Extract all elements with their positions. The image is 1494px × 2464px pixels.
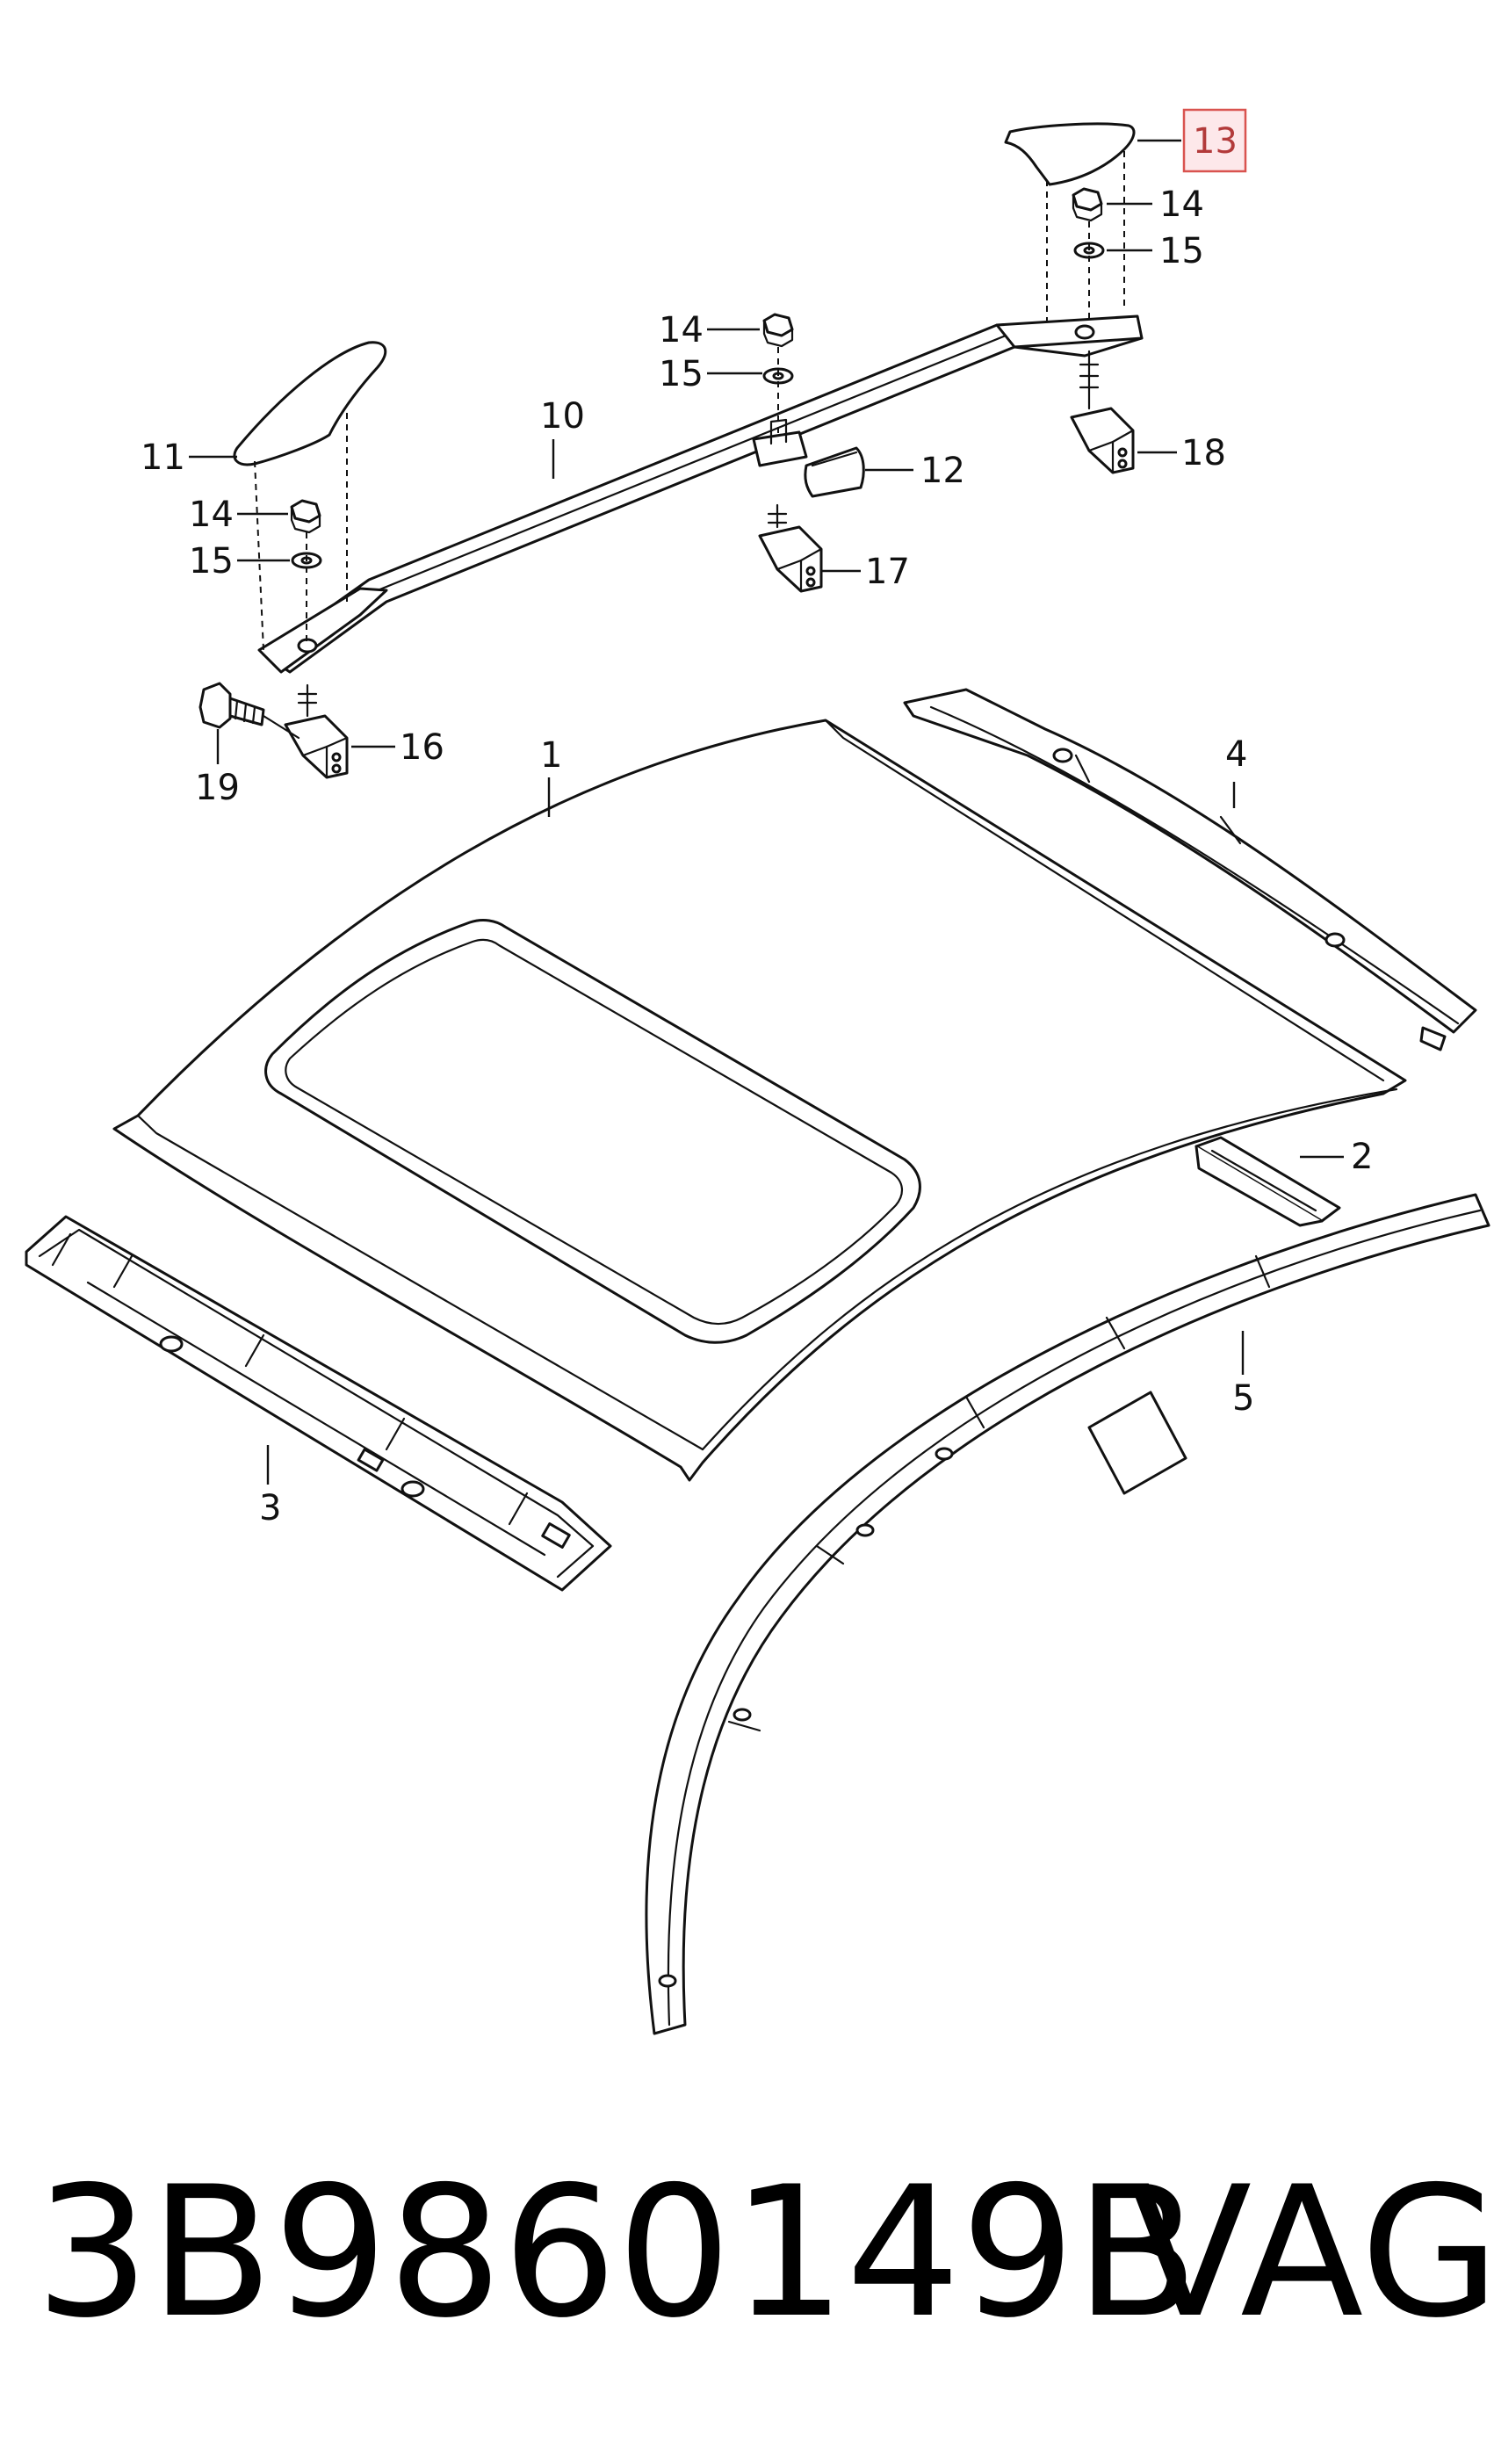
roof-parts-exploded-diagram: 1 2 3 4 5 10 11 12 13 14 14 14 15 15 15 …: [25, 108, 1490, 2035]
callout-2: 2: [1351, 1137, 1373, 1177]
brand-name: VAG: [1129, 2149, 1494, 2358]
callout-3: 3: [259, 1488, 281, 1528]
bracket-17: [758, 503, 823, 593]
front-end-cover: [233, 341, 387, 651]
callout-1: 1: [540, 735, 562, 776]
callout-11: 11: [141, 437, 185, 478]
front-cross-member: [25, 1215, 612, 1592]
callout-14-left: 14: [189, 495, 234, 535]
roof-panel: [112, 719, 1407, 1482]
bolt-19: [198, 682, 300, 740]
side-roof-frame: [645, 1193, 1490, 2035]
clip: [804, 446, 865, 498]
rear-cross-member: [1194, 1136, 1341, 1227]
center-bolt-bracket: [752, 418, 808, 467]
callout-14-center: 14: [659, 310, 704, 350]
callout-14-right: 14: [1159, 184, 1204, 225]
leader-lines: [189, 139, 1344, 1485]
callout-10: 10: [540, 396, 585, 437]
callout-13: 13: [1193, 121, 1238, 162]
callout-18: 18: [1181, 433, 1226, 473]
callout-15-center: 15: [659, 354, 704, 394]
right-roof-rail: [903, 688, 1477, 1051]
callout-17: 17: [865, 552, 910, 592]
part-number: 3B9860149B: [35, 2149, 1199, 2358]
callout-13-highlight: [1182, 108, 1247, 173]
bracket-18: [1070, 350, 1135, 474]
callout-5: 5: [1232, 1378, 1254, 1419]
callout-4: 4: [1225, 734, 1247, 775]
callout-19: 19: [195, 768, 240, 808]
roof-rail-bar: [257, 314, 1144, 674]
rear-end-cover: [1004, 122, 1136, 321]
footer: 3B9860149B VAG: [0, 2143, 1494, 2363]
callout-16: 16: [400, 727, 444, 768]
bracket-16: [284, 683, 349, 779]
nut-14-center: [762, 313, 794, 348]
callout-12: 12: [920, 451, 965, 491]
nut-14-left: [290, 499, 321, 534]
callout-15-right: 15: [1159, 231, 1204, 271]
nut-14-right: [1072, 187, 1103, 222]
callout-15-left: 15: [189, 541, 234, 582]
